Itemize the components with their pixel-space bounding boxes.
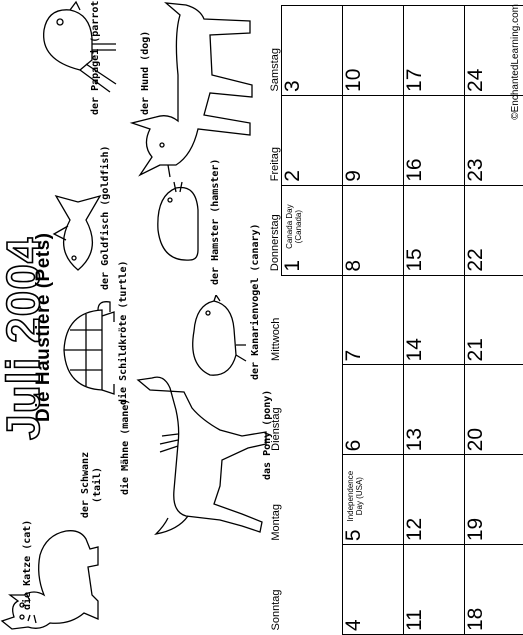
week-row: 1 Canada Day (Canada) 2 3 xyxy=(281,5,343,635)
day-cell-empty xyxy=(282,275,343,365)
day-number: 15 xyxy=(403,248,426,272)
day-number: 2 xyxy=(281,170,304,182)
day-number: 9 xyxy=(342,170,365,182)
day-cell: 1 Canada Day (Canada) xyxy=(281,185,343,276)
weekday-sun: Sonntag xyxy=(269,589,282,631)
day-number: 16 xyxy=(403,158,426,182)
day-number: 5 xyxy=(342,529,365,542)
day-cell: 7 xyxy=(342,275,404,365)
holiday-canada-day: Canada Day (Canada) xyxy=(285,204,303,249)
day-cell: 2 xyxy=(281,95,343,186)
label-tail: der Schwanz (tail) xyxy=(80,451,103,519)
day-cell: 17 xyxy=(403,5,465,96)
weekday-fri: Freitag xyxy=(269,147,281,182)
day-number: 1 xyxy=(281,259,304,272)
day-cell: 4 xyxy=(342,544,404,635)
day-cell: 23 xyxy=(464,95,523,186)
weekday-mon: Montag xyxy=(269,503,282,541)
day-cell-empty xyxy=(282,365,343,455)
label-mane: die Mähne (mane) xyxy=(120,398,131,495)
day-cell-empty xyxy=(282,545,343,635)
day-number: 6 xyxy=(342,439,365,452)
day-number: 11 xyxy=(403,609,426,631)
day-number: 17 xyxy=(403,68,426,92)
week-row: 11 12 13 14 15 16 17 xyxy=(403,5,465,635)
day-cell-empty xyxy=(282,455,343,545)
label-goldfish: der Goldfisch (goldfish) xyxy=(100,145,111,291)
day-cell: 15 xyxy=(403,185,465,276)
weekday-thu: Donnerstag xyxy=(269,214,281,272)
cat-illustration xyxy=(0,525,100,635)
label-parrot: der Papagei (parrot) xyxy=(90,0,101,115)
day-cell: 13 xyxy=(403,364,465,455)
day-cell: 22 xyxy=(464,185,523,276)
holiday-independence-day: Independence Day (USA) xyxy=(346,470,364,522)
label-dog: der Hund (dog) xyxy=(140,30,151,115)
day-cell: 21 xyxy=(464,275,523,365)
day-cell: 9 xyxy=(342,95,404,186)
day-number: 20 xyxy=(464,427,487,452)
day-cell: 10 xyxy=(342,5,404,96)
day-cell: 14 xyxy=(403,275,465,365)
weekday-tue: Dienstag xyxy=(269,407,282,451)
week-row: 4 5 Independence Day (USA) 6 7 8 9 10 xyxy=(342,5,404,635)
day-number: 21 xyxy=(464,338,487,362)
day-number: 19 xyxy=(464,517,487,542)
day-number: 22 xyxy=(464,248,487,272)
day-number: 4 xyxy=(342,619,365,631)
day-number: 3 xyxy=(281,80,304,92)
day-cell: 18 xyxy=(464,544,523,635)
label-canary: der Kanarienvogel (canary) xyxy=(250,223,261,380)
canary-illustration xyxy=(180,293,250,385)
day-number: 24 xyxy=(464,68,487,92)
day-number: 7 xyxy=(342,349,365,362)
day-cell: 24 xyxy=(464,5,523,96)
day-number: 14 xyxy=(403,338,426,362)
day-cell: 19 xyxy=(464,454,523,545)
day-cell: 11 xyxy=(403,544,465,635)
day-number: 18 xyxy=(464,607,487,631)
day-cell: 8 xyxy=(342,185,404,276)
weekday-wed: Mittwoch xyxy=(269,317,282,361)
weekday-header-row: Sonntag Montag Dienstag Mittwoch Donners… xyxy=(263,6,282,635)
day-number: 12 xyxy=(403,517,426,542)
day-number: 13 xyxy=(403,427,426,452)
day-cell: 12 xyxy=(403,454,465,545)
turtle-illustration xyxy=(58,300,118,400)
day-cell: 3 xyxy=(281,5,343,96)
day-number: 10 xyxy=(342,68,365,92)
week-row: 18 19 20 21 22 23 24 xyxy=(464,5,523,635)
day-cell: 16 xyxy=(403,95,465,186)
goldfish-illustration xyxy=(50,190,105,280)
label-turtle: die Schildkröte (turtle) xyxy=(118,260,129,406)
label-cat: die Katze (cat) xyxy=(22,519,33,610)
day-cell: 5 Independence Day (USA) xyxy=(342,454,404,545)
day-cell: 20 xyxy=(464,364,523,455)
parrot-illustration xyxy=(20,0,120,100)
calendar-grid: Sonntag Montag Dienstag Mittwoch Donners… xyxy=(263,5,523,635)
hamster-illustration xyxy=(150,180,205,270)
day-number: 23 xyxy=(464,158,487,182)
weekday-sat: Samstag xyxy=(269,48,281,92)
dog-illustration xyxy=(120,0,260,185)
day-number: 8 xyxy=(342,259,365,272)
pony-illustration xyxy=(130,375,270,540)
day-cell: 6 xyxy=(342,364,404,455)
